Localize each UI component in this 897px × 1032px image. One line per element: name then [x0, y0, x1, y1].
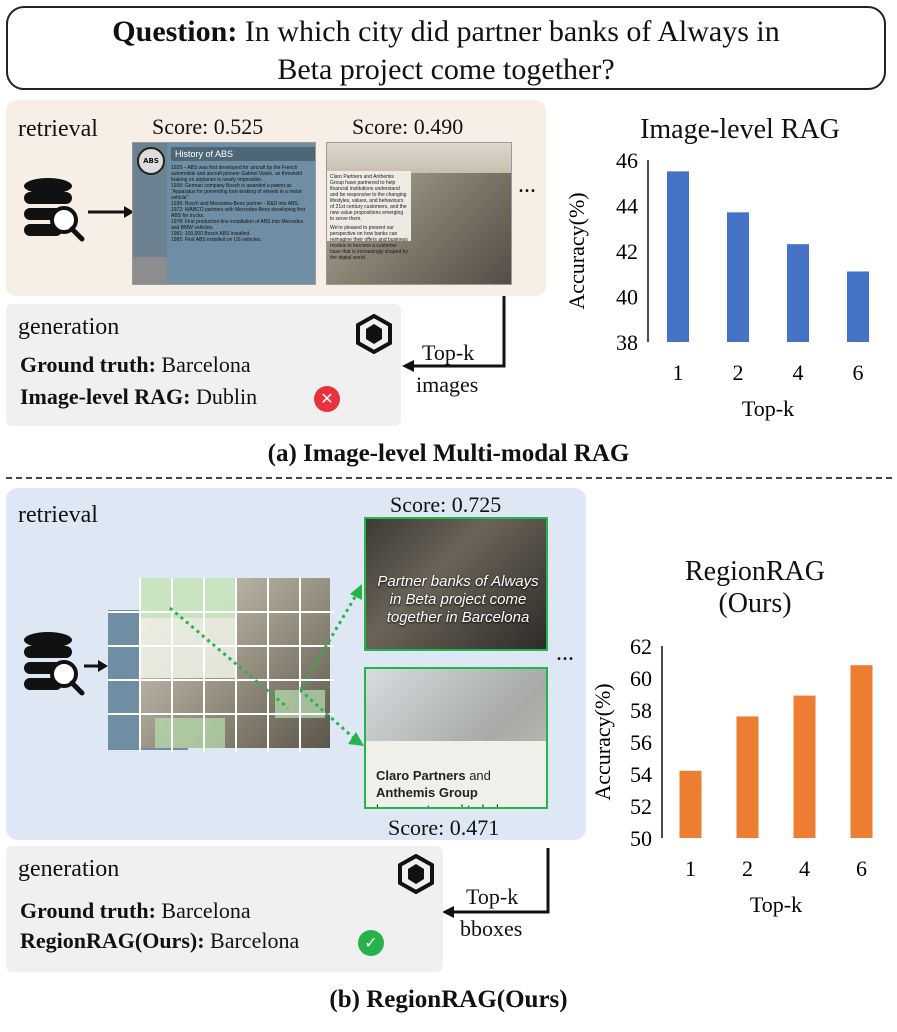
x-tick-label: 2 — [742, 856, 753, 881]
panel-b-caption: (b) RegionRAG(Ours) — [329, 986, 568, 1013]
wrong-icon: ✕ — [314, 386, 340, 412]
bar-2 — [736, 716, 759, 838]
y-tick-label: 56 — [630, 730, 652, 755]
meeting-photo-thumbnail: Claro Partners and Anthemis Group have p… — [326, 142, 512, 285]
x-tick-label: 1 — [685, 856, 696, 881]
chart-a-title: Image-level RAG — [640, 114, 840, 145]
panel-b-prediction: RegionRAG(Ours): Barcelona — [20, 928, 300, 953]
chart-b-title: RegionRAG (Ours) — [685, 556, 825, 619]
x-tick-label: 6 — [853, 360, 864, 385]
panel-b-score-2: Score: 0.471 — [388, 815, 500, 840]
abs-logo: ABS — [137, 147, 165, 175]
panel-a-score-2: Score: 0.490 — [352, 114, 464, 139]
y-tick-label: 40 — [616, 285, 638, 310]
y-tick-label: 42 — [616, 239, 638, 264]
x-tick-label: 4 — [793, 360, 804, 385]
bar-2 — [727, 212, 749, 342]
panel-b-topk-arrow — [442, 848, 550, 918]
check-icon: ✓ — [358, 930, 384, 956]
database-search-icon — [24, 632, 108, 696]
panel-b-retrieval-label: retrieval — [18, 502, 98, 528]
llm-logo-icon — [398, 854, 434, 894]
x-axis-label: Top-k — [750, 892, 802, 917]
x-tick-label: 1 — [673, 360, 684, 385]
y-tick-label: 44 — [616, 194, 638, 219]
x-tick-label: 6 — [856, 856, 867, 881]
panel-b-ground-truth: Ground truth: Barcelona — [20, 898, 251, 923]
question-box: Question: In which city did partner bank… — [6, 6, 886, 90]
panel-a-caption: (a) Image-level Multi-modal RAG — [267, 440, 630, 467]
database-search-icon — [24, 178, 134, 242]
panel-a-arrow-label-1: Top-k — [422, 340, 475, 365]
y-tick-label: 46 — [616, 150, 638, 173]
abs-part-image — [133, 257, 167, 284]
panel-b-ellipsis: ... — [556, 640, 574, 666]
question-label: Question: — [112, 15, 238, 48]
y-tick-label: 60 — [630, 666, 652, 691]
panel-a-arrow-label-2: images — [416, 372, 479, 397]
bar-1 — [679, 770, 702, 838]
crop-2-text: Claro Partners and Anthemis Group have p… — [376, 768, 506, 807]
abs-slide-bullets: 1929 – ABS was first developed for aircr… — [171, 165, 306, 243]
panel-b-arrow-label-2: bboxes — [460, 916, 523, 941]
region-to-crop-arrows — [300, 584, 364, 746]
retrieved-region-crop-1: Partner banks of Always in Beta project … — [364, 517, 548, 651]
abs-slide-title: History of ABS — [171, 147, 315, 161]
question-text-line2: Beta project come together? — [277, 53, 615, 86]
panel-b-generation-label: generation — [18, 856, 120, 882]
question-text-line1: In which city did partner banks of Alway… — [244, 15, 780, 48]
bar-4 — [787, 244, 809, 342]
x-axis-label: Top-k — [742, 396, 794, 421]
bar-6 — [847, 271, 869, 342]
llm-logo-icon — [356, 314, 392, 354]
abs-slide-thumbnail: ABS History of ABS 1929 – ABS was first … — [132, 142, 316, 285]
crop-1-text: Partner banks of Always in Beta project … — [377, 573, 539, 626]
y-tick-label: 50 — [630, 826, 652, 851]
x-tick-label: 4 — [799, 856, 810, 881]
panel-a-retrieval-label: retrieval — [18, 116, 98, 142]
bar-1 — [667, 171, 689, 342]
x-tick-label: 2 — [733, 360, 744, 385]
y-axis-label: Accuracy(%) — [564, 192, 589, 309]
photo-caption-overlay: Claro Partners and Anthemis Group have p… — [327, 171, 411, 261]
section-divider — [6, 477, 892, 479]
region-grid — [108, 578, 334, 752]
y-tick-label: 52 — [630, 794, 652, 819]
y-tick-label: 62 — [630, 634, 652, 659]
panel-a-ellipsis: ... — [518, 172, 536, 198]
bar-4 — [793, 695, 816, 838]
panel-b-score-1: Score: 0.725 — [390, 492, 502, 517]
highlighted-region — [155, 718, 225, 748]
panel-a-generation-label: generation — [18, 314, 120, 340]
panel-b-arrow-label-1: Top-k — [466, 884, 519, 909]
retrieved-region-crop-2: Claro Partners and Anthemis Group have p… — [364, 667, 548, 809]
panel-a-ground-truth: Ground truth: Barcelona — [20, 352, 251, 377]
panel-a-score-1: Score: 0.525 — [152, 114, 264, 139]
bar-6 — [850, 665, 873, 838]
y-tick-label: 38 — [616, 330, 638, 355]
y-tick-label: 54 — [630, 762, 652, 787]
y-tick-label: 58 — [630, 698, 652, 723]
panel-a-prediction: Image-level RAG: Dublin — [20, 384, 258, 409]
panel-a-topk-arrow — [402, 296, 506, 372]
y-axis-label: Accuracy(%) — [590, 683, 615, 800]
